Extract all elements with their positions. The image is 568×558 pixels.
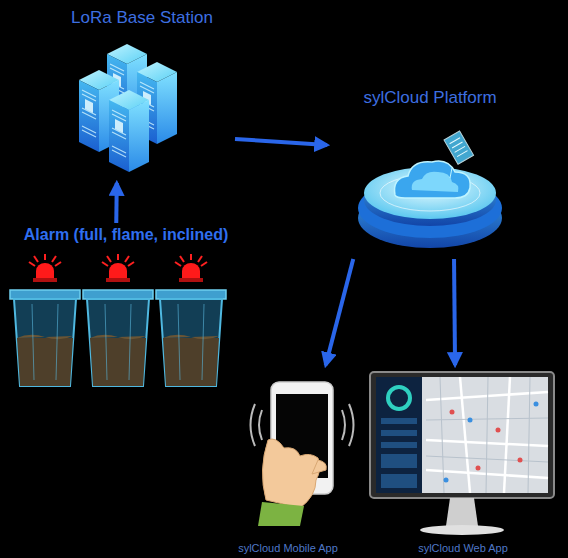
flow-arrow (235, 139, 327, 145)
mobile-app: sylCloud Mobile App (222, 368, 354, 554)
base-station: LoRa Base Station (52, 8, 232, 180)
flow-arrow (114, 183, 118, 223)
flow-arrow (454, 259, 455, 365)
node-label: Alarm (full, flame, inclined) (22, 226, 230, 244)
node-label: sylCloud Mobile App (236, 542, 340, 554)
web-app: sylCloud Web App (364, 368, 562, 554)
flow-arrow (326, 259, 354, 365)
cloud-platform: sylCloud Platform (330, 88, 530, 256)
node-label: LoRa Base Station (69, 8, 215, 28)
node-label: sylCloud Web App (416, 542, 510, 554)
node-label: sylCloud Platform (361, 88, 498, 108)
bin-alarm-group: Alarm (full, flame, inclined) (4, 226, 248, 390)
